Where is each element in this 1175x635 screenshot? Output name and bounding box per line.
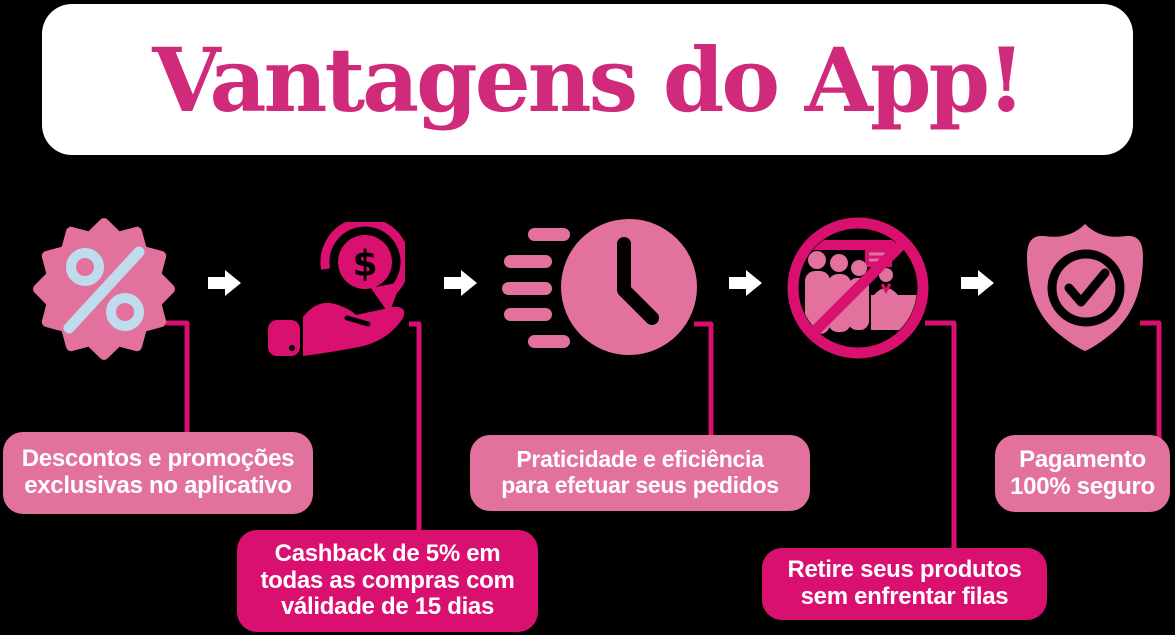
prohibition-slash-icon [809, 239, 907, 337]
right-arrow-icon [444, 270, 477, 296]
cashback-hand-coin-icon: $ [268, 222, 405, 356]
shield-icon [1027, 224, 1143, 351]
secure-shield-check-icon [1027, 224, 1143, 351]
right-arrow-icon [729, 270, 762, 296]
check-ring-icon [1047, 249, 1125, 327]
fast-clock-icon [502, 219, 697, 355]
prohibition-ring-icon [787, 217, 929, 359]
page-title: Vantagens do App! [152, 27, 1025, 132]
clock-hands-icon [617, 237, 659, 325]
right-arrow-icon [208, 270, 241, 296]
discount-badge-percent-icon [33, 218, 175, 360]
arc-arrowhead-icon [371, 282, 401, 314]
benefit-label-discounts: Descontos e promoções exclusivas no apli… [3, 432, 313, 514]
title-banner: Vantagens do App! [42, 4, 1133, 155]
sleeve-cuff-icon [268, 320, 300, 356]
benefit-label-cashback: Cashback de 5% em todas as compras com v… [237, 530, 538, 632]
benefit-label-no-queues: Retire seus produtos sem enfrentar filas [762, 548, 1047, 620]
speed-lines-icon [502, 228, 570, 348]
coin-icon [338, 235, 392, 289]
percent-icon [63, 246, 145, 334]
checkmark-icon [1064, 268, 1110, 307]
right-arrow-icon [961, 270, 994, 296]
no-queue-prohibited-icon [787, 217, 929, 359]
dollar-sign-icon: $ [352, 244, 377, 285]
open-hand-icon [303, 302, 405, 356]
benefit-label-practicality: Praticidade e eficiência para efetuar se… [470, 435, 810, 511]
ceiling-bar-icon [799, 240, 917, 250]
benefit-label-secure-payment: Pagamento 100% seguro [995, 435, 1170, 512]
